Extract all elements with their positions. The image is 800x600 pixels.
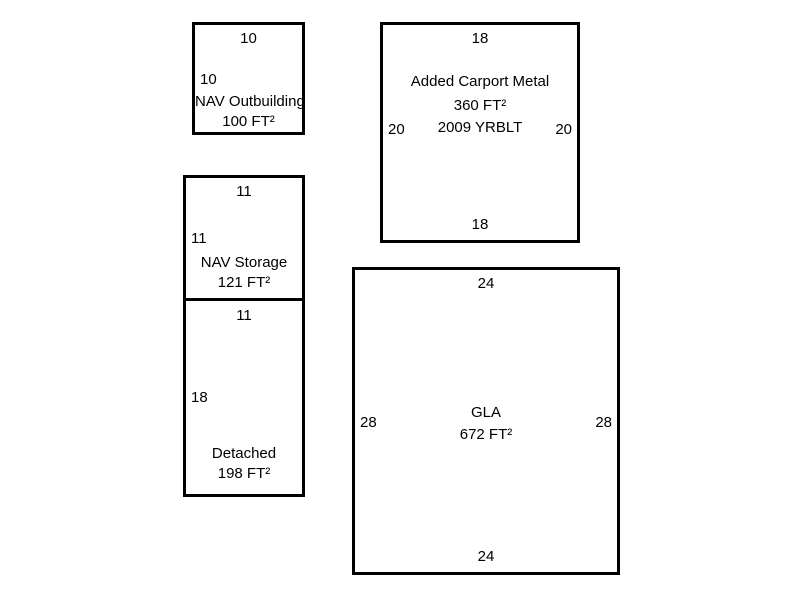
shape-area: 198 FT²: [217, 465, 271, 482]
dimension-label-right: 20: [555, 121, 572, 138]
shape-name: Added Carport Metal: [410, 73, 550, 90]
dimension-label-top: 18: [471, 30, 489, 47]
sketch-shape-added-carport-metal: 18 Added Carport Metal 360 FT² 2009 YRBL…: [380, 22, 580, 243]
dimension-label-left: 20: [388, 121, 405, 138]
dimension-label-bottom: 24: [477, 548, 495, 565]
sketch-shape-detached: 11 18 Detached 198 FT²: [183, 298, 305, 497]
shape-name: GLA: [470, 404, 501, 421]
shape-area: 121 FT²: [217, 274, 271, 291]
dimension-label-top: 11: [236, 307, 252, 324]
shape-area: 672 FT²: [459, 426, 513, 443]
dimension-label-top: 24: [477, 275, 495, 292]
shape-name: NAV Storage: [200, 254, 288, 271]
shape-area: 360 FT²: [453, 97, 507, 114]
dimension-label-bottom: 18: [471, 216, 489, 233]
sketch-shape-gla: 24 GLA 672 FT² 28 28 24: [352, 267, 620, 575]
shape-yrblt: 2009 YRBLT: [437, 119, 523, 136]
dimension-label-top: 10: [240, 30, 257, 47]
sketch-shape-nav-storage: 11 11 NAV Storage 121 FT²: [183, 175, 305, 301]
dimension-label-left: 28: [360, 414, 377, 431]
dimension-label-left: 10: [200, 71, 217, 88]
shape-name: Detached: [211, 445, 277, 462]
shape-name: NAV Outbuilding: [195, 93, 305, 110]
dimension-label-left: 18: [191, 389, 208, 406]
dimension-label-right: 28: [595, 414, 612, 431]
shape-area: 100 FT²: [222, 113, 275, 130]
dimension-label-left: 11: [191, 230, 207, 247]
dimension-label-top: 11: [236, 183, 252, 200]
sketch-shape-nav-outbuilding: 10 10 NAV Outbuilding 100 FT²: [192, 22, 305, 135]
